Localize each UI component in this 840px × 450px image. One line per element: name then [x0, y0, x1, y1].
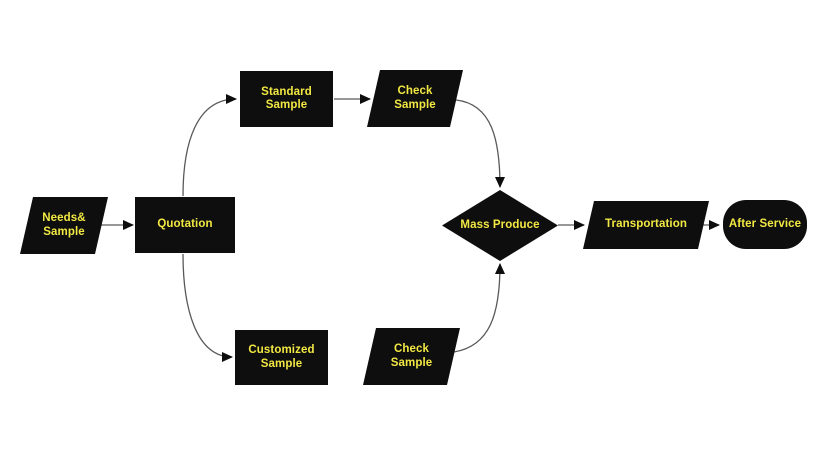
node-check-sample-top-label: Check Sample [394, 85, 436, 111]
node-quotation: Quotation [135, 197, 235, 253]
node-customized-sample: Customized Sample [235, 330, 328, 385]
node-needs-sample: Needs& Sample [20, 197, 108, 254]
node-transportation: Transportation [583, 201, 709, 249]
node-standard-sample: Standard Sample [240, 71, 333, 127]
node-after-service: After Service [723, 200, 807, 249]
node-customized-sample-label: Customized Sample [248, 344, 315, 370]
node-after-service-label: After Service [728, 217, 802, 230]
node-standard-sample-label: Standard Sample [261, 85, 312, 112]
node-check-sample-bottom: Check Sample [363, 328, 460, 385]
node-check-sample-top: Check Sample [367, 70, 463, 127]
edge-quotation-to-customized-sample [182, 253, 233, 362]
edge-check-sample-top-to-mass-produce [455, 99, 505, 188]
node-mass-produce-label: Mass Produce [460, 218, 540, 231]
node-transportation-label: Transportation [605, 218, 687, 231]
node-quotation-label: Quotation [157, 218, 213, 231]
edge-check-sample-bottom-to-mass-produce [453, 263, 505, 353]
edge-quotation-to-standard-sample [182, 94, 237, 197]
node-check-sample-bottom-label: Check Sample [390, 343, 433, 369]
node-needs-sample-label: Needs& Sample [42, 212, 86, 238]
